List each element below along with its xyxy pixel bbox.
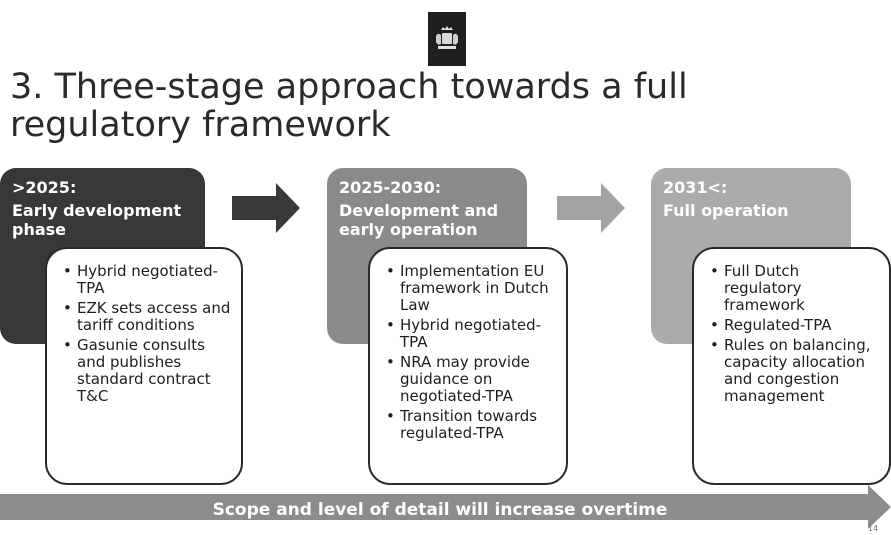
stage-phase: Early development phase [12,201,182,239]
timeline-arrow-icon [0,485,891,529]
bullet-item: Hybrid negotiated-TPA [63,263,231,297]
stage-period: >2025: [12,178,77,197]
coat-of-arms-logo [428,12,466,66]
slide-title: 3. Three-stage approach towards a full r… [10,67,688,145]
bullet-item: Full Dutch regulatory framework [710,263,879,314]
stage-arrow-1-icon [232,183,300,233]
page-number: 14 [868,524,879,533]
bullet-item: Regulated-TPA [710,317,879,335]
bullet-item: Rules on balancing, capacity allocation … [710,337,879,405]
stage-arrow-2-icon [557,183,625,233]
stage-period: 2025-2030: [339,178,442,197]
stage-card-development-early-operation: Implementation EU framework in Dutch Law… [368,247,568,485]
bullet-item: Hybrid negotiated-TPA [386,317,556,351]
stage-period: 2031<: [663,178,728,197]
stage-phase: Full operation [663,201,789,220]
bullet-item: Gasunie consults and publishes standard … [63,337,231,405]
stage-card-full-operation: Full Dutch regulatory framework Regulate… [692,247,891,485]
stage-card-early-development: Hybrid negotiated-TPA EZK sets access an… [45,247,243,485]
bullet-item: Implementation EU framework in Dutch Law [386,263,556,314]
bullet-item: NRA may provide guidance on negotiated-T… [386,354,556,405]
stage-phase: Development and early operation [339,201,499,239]
bullet-item: Transition towards regulated-TPA [386,408,556,442]
bullet-item: EZK sets access and tariff conditions [63,300,231,334]
timeline-banner-text: Scope and level of detail will increase … [212,500,668,520]
